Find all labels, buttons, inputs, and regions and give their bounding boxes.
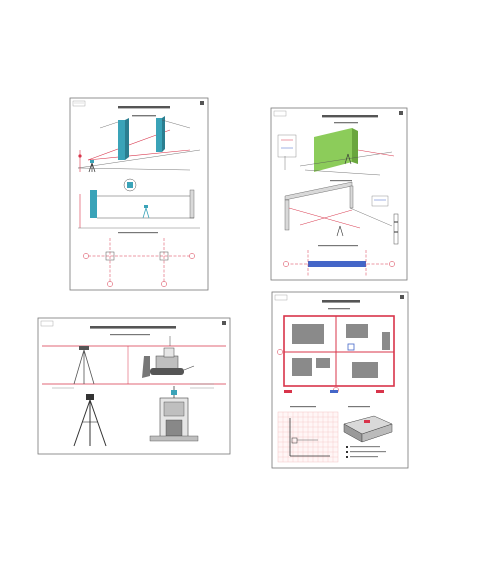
building-block: [292, 358, 312, 376]
wall-panel-perspective: [277, 128, 395, 176]
bulldozer-icon: [142, 336, 195, 378]
sheet-title-bar: [90, 326, 176, 329]
sheet-frame: [37, 317, 231, 455]
tripod-icon: [88, 162, 96, 173]
coordinate-grid: [277, 406, 339, 463]
building-block: [346, 324, 368, 338]
column-perspective: [77, 116, 201, 173]
beam-frame: [284, 180, 399, 245]
building-block: [352, 362, 378, 378]
column-right: [156, 118, 162, 152]
wall-panel: [314, 128, 352, 172]
detail-callout: [123, 178, 137, 192]
page-number-mark: [399, 111, 403, 115]
plan-grid: [283, 245, 395, 276]
legend-list: [346, 446, 386, 458]
building-block: [316, 358, 330, 368]
sheet-leveling: [37, 317, 231, 455]
tripod-level-icon: [73, 346, 95, 385]
leveling-staff: [393, 213, 399, 245]
sheet-title-bar: [322, 300, 360, 303]
column-left: [118, 120, 125, 160]
sheet-construction-grid: [271, 291, 409, 469]
plan-grid: [83, 232, 195, 287]
sheet-title-bar: [322, 115, 378, 118]
frame-elevation: [78, 178, 200, 229]
building-grid-plan: [277, 315, 395, 393]
sheet-wall-survey: [270, 107, 408, 281]
sheet-title-bar: [118, 106, 170, 109]
header-block: [72, 100, 86, 107]
grid-axis-marker: [83, 253, 89, 259]
building-block: [292, 324, 324, 344]
beam-plan: [308, 261, 366, 267]
page-number-mark: [222, 321, 226, 325]
tripod-detail-icon: [73, 394, 107, 447]
sheet-column-survey: [69, 97, 209, 291]
page-number-mark: [400, 295, 404, 299]
page-number-mark: [200, 101, 204, 105]
instrument-cabinet: [149, 386, 199, 442]
block-detail: [343, 406, 393, 443]
